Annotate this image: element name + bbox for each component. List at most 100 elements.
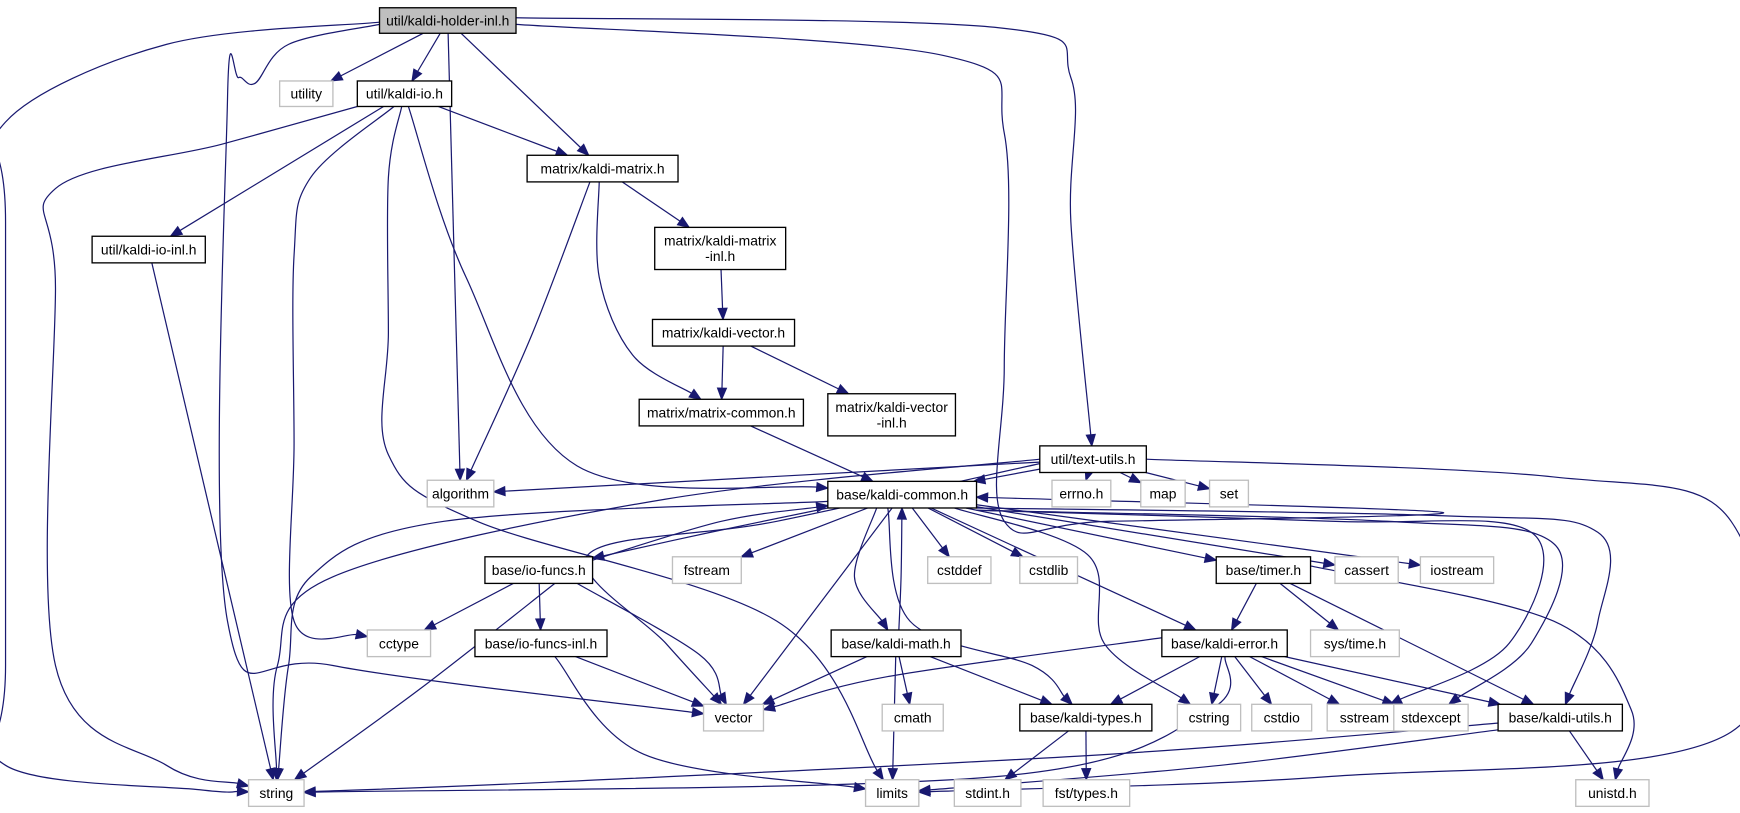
node-limits: limits bbox=[864, 779, 920, 808]
node-kaldi-matrix[interactable]: matrix/kaldi-matrix.h bbox=[526, 154, 679, 183]
edge-arrowhead-icon bbox=[1127, 472, 1143, 484]
edge-line bbox=[771, 656, 868, 701]
node-kaldi-vector[interactable]: matrix/kaldi-vector.h bbox=[651, 318, 796, 347]
node-text-utils[interactable]: util/text-utils.h bbox=[1039, 445, 1147, 474]
node-label: base/kaldi-utils.h bbox=[1509, 710, 1612, 726]
edge-line bbox=[1249, 656, 1331, 701]
edge-line bbox=[602, 507, 828, 557]
node-label: -inl.h bbox=[877, 415, 907, 431]
node-timer[interactable]: base/timer.h bbox=[1215, 556, 1312, 585]
edge-arrowhead-icon bbox=[1447, 693, 1462, 706]
edge-arrowhead-icon bbox=[1182, 620, 1198, 631]
node-box bbox=[1497, 703, 1624, 732]
edge-arrowhead-icon bbox=[1564, 691, 1575, 706]
edge-arrowhead-icon bbox=[691, 706, 706, 718]
node-label: cstdio bbox=[1264, 710, 1301, 726]
edge-arrowhead-icon bbox=[1520, 694, 1535, 705]
node-kaldi-common[interactable]: base/kaldi-common.h bbox=[827, 480, 978, 509]
node-stdint: stdint.h bbox=[953, 779, 1022, 808]
edge-line bbox=[592, 506, 819, 561]
edge-arrowhead-icon bbox=[872, 767, 885, 781]
node-label: cstring bbox=[1189, 710, 1230, 726]
node-box bbox=[526, 154, 679, 183]
node-box bbox=[927, 556, 992, 585]
edge-arrowhead-icon bbox=[465, 467, 477, 482]
node-kaldi-math[interactable]: base/kaldi-math.h bbox=[830, 629, 962, 658]
node-io-funcs[interactable]: base/io-funcs.h bbox=[484, 556, 594, 585]
node-box bbox=[1215, 556, 1312, 585]
node-box bbox=[356, 80, 453, 108]
edge-arrowhead-icon bbox=[1085, 433, 1096, 448]
node-box bbox=[366, 629, 432, 658]
node-box bbox=[91, 235, 206, 264]
node-box bbox=[1039, 445, 1147, 474]
nodes-layer: util/kaldi-holder-inl.h utility util/kaldi… bbox=[91, 7, 1650, 808]
edge-arrowhead-icon bbox=[739, 547, 755, 558]
edge-kaldi-io-to-kaldi-matrix bbox=[438, 105, 569, 157]
node-label: fst/types.h bbox=[1055, 785, 1118, 801]
node-kaldi-vector-inl[interactable]: matrix/kaldi-vector-inl.h bbox=[827, 393, 957, 437]
node-box bbox=[1161, 629, 1288, 658]
node-box bbox=[671, 556, 742, 585]
node-label: util/kaldi-io.h bbox=[366, 86, 443, 102]
edge-line bbox=[277, 500, 828, 770]
edge-kaldi-io-to-limits bbox=[381, 106, 885, 781]
edge-line bbox=[976, 504, 1411, 565]
edge-io-funcs-to-vector bbox=[576, 582, 727, 706]
edge-kaldi-error-to-kaldi-utils bbox=[1284, 656, 1502, 707]
edge-kaldi-types-to-stdint bbox=[1003, 730, 1069, 781]
node-kaldi-matrix-inl[interactable]: matrix/kaldi-matrix-inl.h bbox=[654, 226, 787, 271]
node-kaldi-io[interactable]: util/kaldi-io.h bbox=[356, 80, 453, 108]
node-label: base/kaldi-math.h bbox=[841, 635, 950, 651]
node-fstream: fstream bbox=[671, 556, 742, 585]
node-label: utility bbox=[290, 86, 322, 102]
node-matrix-common[interactable]: matrix/matrix-common.h bbox=[638, 398, 805, 427]
edge-line bbox=[288, 106, 395, 640]
edge-kaldi-types-to-fst-types bbox=[1080, 730, 1092, 782]
edge-kaldi-common-to-kaldi-math bbox=[853, 507, 889, 632]
edge-line bbox=[965, 507, 1207, 559]
edge-line bbox=[438, 105, 559, 153]
edge-arrowhead-icon bbox=[762, 701, 777, 712]
edge-arrowhead-icon bbox=[1381, 695, 1396, 706]
edge-kaldi-holder-inl-to-kaldi-matrix bbox=[460, 32, 590, 157]
node-box bbox=[1419, 556, 1495, 585]
edge-line bbox=[339, 32, 424, 77]
node-kaldi-holder-inl[interactable]: util/kaldi-holder-inl.h bbox=[378, 7, 517, 34]
node-kaldi-error[interactable]: base/kaldi-error.h bbox=[1161, 629, 1288, 658]
edge-line bbox=[470, 180, 591, 472]
node-kaldi-utils[interactable]: base/kaldi-utils.h bbox=[1497, 703, 1624, 732]
edge-arrowhead-icon bbox=[1003, 768, 1018, 781]
edge-arrowhead-icon bbox=[1080, 768, 1092, 782]
node-label: matrix/matrix-common.h bbox=[647, 405, 796, 421]
edge-arrowhead-icon bbox=[302, 786, 316, 797]
node-errno: errno.h bbox=[1051, 479, 1112, 508]
edge-io-funcs-to-cctype bbox=[423, 582, 514, 631]
node-label: string bbox=[259, 785, 293, 801]
edge-line bbox=[976, 506, 1326, 564]
edge-kaldi-common-to-timer bbox=[965, 507, 1218, 564]
node-label: cassert bbox=[1344, 562, 1389, 578]
edge-kaldi-common-to-io-funcs bbox=[591, 507, 828, 561]
node-io-funcs-inl[interactable]: base/io-funcs-inl.h bbox=[474, 629, 608, 658]
edge-line bbox=[976, 509, 1564, 699]
edge-kaldi-common-to-cassert bbox=[976, 506, 1337, 569]
node-box bbox=[1176, 703, 1242, 732]
edge-line bbox=[853, 507, 883, 622]
edge-line bbox=[976, 507, 1612, 696]
edge-line bbox=[720, 269, 724, 310]
edge-arrowhead-icon bbox=[1060, 692, 1074, 706]
edge-line bbox=[314, 656, 1232, 793]
node-label: base/timer.h bbox=[1226, 562, 1302, 578]
edge-kaldi-io-inl-to-string bbox=[151, 262, 276, 782]
node-kaldi-types[interactable]: base/kaldi-types.h bbox=[1019, 703, 1153, 732]
node-kaldi-io-inl[interactable]: util/kaldi-io-inl.h bbox=[91, 235, 206, 264]
edge-line bbox=[178, 105, 384, 232]
edge-arrowhead-icon bbox=[1322, 557, 1337, 569]
edge-arrowhead-icon bbox=[1010, 546, 1025, 558]
edge-arrowhead-icon bbox=[1196, 480, 1212, 491]
edge-line bbox=[460, 32, 582, 149]
edge-line bbox=[381, 106, 879, 772]
edge-line bbox=[954, 507, 1183, 700]
node-box bbox=[278, 80, 334, 108]
